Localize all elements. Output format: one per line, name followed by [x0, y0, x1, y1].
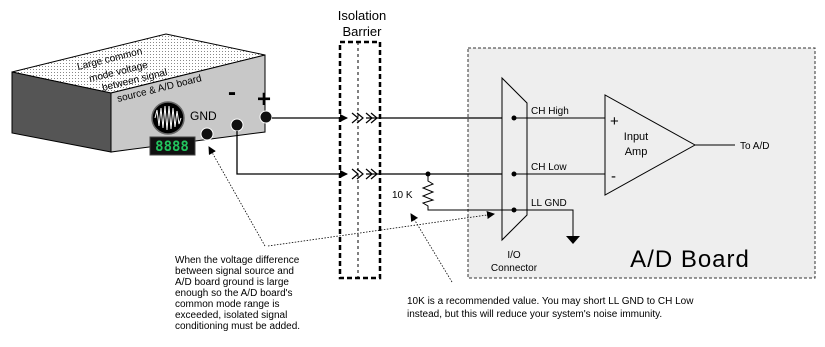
- wire-low-1: [236, 131, 348, 178]
- pin-label-low: CH Low: [531, 162, 567, 173]
- output-label: To A/D: [740, 141, 769, 152]
- high-chevron-icon-2: [365, 112, 378, 124]
- callout-arrow-gnd: [208, 146, 266, 247]
- connector-label-line-1: I/O: [507, 250, 521, 261]
- plus-label: +: [257, 86, 271, 113]
- callout-arrow-resistor: [410, 213, 453, 283]
- board-title: A/D Board: [630, 246, 750, 273]
- gnd-label: GND: [190, 109, 217, 123]
- led-display: [149, 136, 196, 156]
- pin-label-llgnd: LL GND: [531, 198, 567, 209]
- note-left-line: between signal source and: [175, 266, 294, 277]
- note-left-line: When the voltage difference: [175, 255, 300, 266]
- note-right-line: 10K is a recommended value. You may shor…: [407, 296, 694, 307]
- note-right: 10K is a recommended value. You may shor…: [407, 295, 693, 321]
- isolation-barrier: [338, 40, 382, 280]
- pin-label-high: CH High: [531, 106, 569, 117]
- waveform-icon: [154, 105, 182, 131]
- high-chevron-icon: [351, 112, 364, 124]
- ground-symbol-icon: [566, 236, 580, 244]
- note-left-line: exceeded, isolated signal: [175, 310, 288, 321]
- note-left-line: conditioning must be added.: [175, 321, 301, 332]
- low-chevron-icon: [351, 168, 364, 180]
- low-chevron-icon-2: [365, 168, 378, 180]
- connector-label-line-2: Connector: [491, 263, 538, 274]
- note-left-line: common mode range is: [175, 299, 280, 310]
- wire-llgnd-ground: [514, 209, 574, 236]
- amp-plus-label: +: [610, 113, 619, 130]
- signal-source-box: [11, 33, 266, 153]
- barrier-label-line-2: Barrier: [342, 24, 382, 39]
- note-right-line: instead, but this will reduce your syste…: [407, 309, 663, 320]
- minus-jack: [230, 118, 244, 132]
- led-display-text: 8888: [155, 139, 189, 155]
- amp-minus-label: -: [611, 168, 616, 185]
- input-amplifier: [604, 94, 697, 196]
- resistor-icon: [421, 174, 514, 211]
- callout-arrow-llgnd: [267, 211, 495, 247]
- amp-label-line-1: Input: [624, 131, 648, 143]
- note-left: When the voltage difference between sign…: [175, 255, 300, 332]
- resistor-label: 10 K: [392, 190, 413, 201]
- gnd-jack: [200, 127, 214, 141]
- barrier-label-line-1: Isolation: [338, 8, 386, 23]
- minus-label: -: [228, 79, 236, 106]
- amp-label-line-2: Amp: [625, 146, 648, 158]
- plus-jack: [259, 110, 273, 124]
- io-connector: [501, 76, 528, 242]
- note-left-line: A/D board ground is large: [175, 277, 289, 288]
- note-left-line: enough so the A/D board's: [175, 288, 293, 299]
